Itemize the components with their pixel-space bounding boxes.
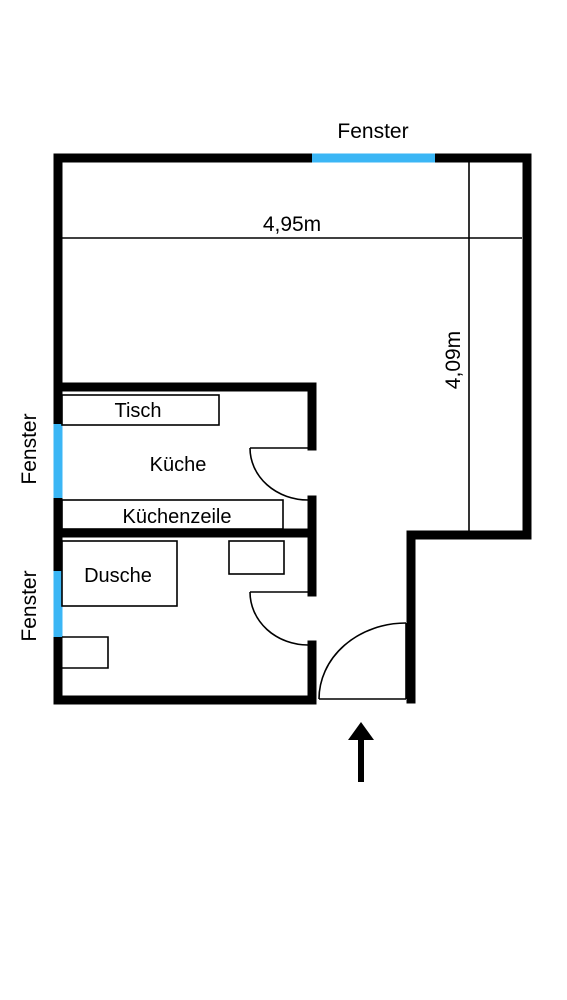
window-left-shower-label: Fenster xyxy=(18,570,41,641)
entrance-door[interactable] xyxy=(318,622,407,700)
kitchenette-counter xyxy=(61,499,284,530)
shower-tray xyxy=(61,540,178,607)
interior-walls xyxy=(53,382,317,705)
shower-label: Dusche xyxy=(84,565,152,587)
window-left-kitchen-label: Fenster xyxy=(18,413,41,484)
window-top-label: Fenster xyxy=(337,120,408,143)
kitchen-label: Küche xyxy=(150,454,207,476)
arrow-up-icon xyxy=(348,722,374,782)
table-label: Tisch xyxy=(114,400,161,422)
kitchen-cabinet xyxy=(228,540,285,575)
kitchen-door[interactable] xyxy=(249,447,309,501)
toilet xyxy=(62,636,109,669)
outer-walls xyxy=(53,153,532,705)
width-dimension-label: 4,95m xyxy=(263,213,321,236)
height-dimension-label: 4,09m xyxy=(442,331,465,389)
kitchenette-label: Küchenzeile xyxy=(123,506,232,528)
table xyxy=(61,394,220,426)
bathroom-door[interactable] xyxy=(249,591,309,646)
